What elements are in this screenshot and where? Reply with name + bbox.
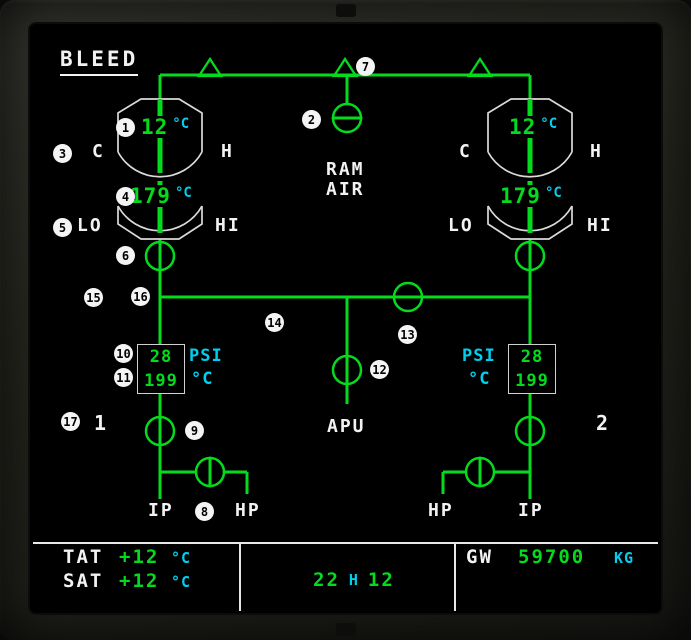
left-pack-valve-icon [144, 240, 176, 272]
callout-2: 2 [302, 110, 321, 129]
callout-1: 1 [116, 118, 135, 137]
tat-value: +12 [119, 546, 160, 568]
gw-value: 59700 [518, 546, 586, 568]
left-precooler-inlet-temp: 179 °C [127, 185, 195, 207]
engine1-ip-label: IP [148, 500, 174, 521]
right-precooler-hi-label: HI [587, 215, 613, 236]
temp-value: 12 [509, 115, 537, 139]
right-bleed-pressure-unit: PSI [462, 346, 496, 366]
left-precooler-hot-label: H [221, 141, 234, 162]
temp-unit: °C [544, 185, 562, 201]
callout-3: 3 [53, 144, 72, 163]
callout-13: 13 [398, 325, 417, 344]
bezel-notch-top [336, 4, 356, 17]
temp-value: 12 [141, 115, 169, 139]
sat-label: SAT [63, 570, 104, 592]
crossbleed-valve-icon [392, 281, 424, 313]
engine1-hp-valve-icon [194, 456, 226, 488]
leak-triangle-right-icon [466, 56, 494, 78]
right-pack-valve-icon [514, 240, 546, 272]
temp-value: 179 [500, 184, 541, 208]
ram-air-label-line2: AIR [326, 179, 365, 200]
right-precooler-cold-label: C [459, 141, 472, 162]
callout-16: 16 [131, 287, 150, 306]
callout-8: 8 [195, 502, 214, 521]
left-precooler-hi-label: HI [215, 215, 241, 236]
engine2-hp-label: HP [428, 500, 454, 521]
right-bleed-gauge-box: 28 199 [508, 344, 556, 394]
apu-bleed-valve-icon [331, 354, 363, 386]
left-precooler-lo-label: LO [77, 215, 103, 236]
ram-air-valve-icon [331, 102, 363, 134]
gw-label: GW [466, 546, 493, 568]
page-title: BLEED [60, 47, 139, 76]
right-bleed-temp-unit: °C [468, 369, 491, 389]
engine2-number: 2 [596, 411, 609, 435]
right-precooler-top-arc [487, 151, 573, 178]
clock-minutes: 12 [367, 569, 395, 591]
left-bleed-temp-value: 199 [144, 371, 178, 391]
apu-label: APU [327, 416, 366, 437]
left-precooler-top-arc [117, 151, 203, 178]
callout-11: 11 [114, 368, 133, 387]
left-precooler-outlet-temp: 12 °C [138, 115, 193, 139]
right-bleed-pressure-value: 28 [520, 347, 544, 367]
temp-unit: °C [174, 185, 192, 201]
engine1-hp-label: HP [235, 500, 261, 521]
engine2-ip-label: IP [518, 500, 544, 521]
left-bleed-pressure-unit: PSI [189, 346, 223, 366]
sat-unit: °C [171, 573, 192, 591]
callout-12: 12 [370, 360, 389, 379]
callout-14: 14 [265, 313, 284, 332]
engine1-number: 1 [94, 411, 107, 435]
right-precooler-outlet-temp: 12 °C [506, 115, 561, 139]
callout-9: 9 [185, 421, 204, 440]
clock-hours: 22 [313, 569, 340, 591]
left-precooler-bottom-shell [117, 206, 203, 240]
right-precooler-lo-label: LO [448, 215, 474, 236]
right-precooler-inlet-temp: 179 °C [497, 185, 565, 207]
clock-separator: H [348, 571, 359, 590]
callout-7: 7 [356, 57, 375, 76]
left-bleed-gauge-box: 28 199 [137, 344, 185, 394]
left-precooler-cold-label: C [92, 141, 105, 162]
right-precooler-hot-label: H [590, 141, 603, 162]
leak-triangle-center-icon [331, 56, 359, 78]
engine2-hp-valve-icon [464, 456, 496, 488]
bezel-notch-bottom [336, 623, 356, 636]
temp-value: 179 [130, 184, 171, 208]
clock: 22 H 12 [313, 569, 395, 591]
leak-triangle-left-icon [196, 56, 224, 78]
callout-6: 6 [116, 246, 135, 265]
tat-label: TAT [63, 546, 104, 568]
callout-15: 15 [84, 288, 103, 307]
temp-unit: °C [540, 116, 558, 132]
callout-17: 17 [61, 412, 80, 431]
gw-unit: KG [614, 549, 635, 567]
ram-air-label-line1: RAM [326, 159, 365, 180]
temp-unit: °C [172, 116, 190, 132]
left-bleed-temp-unit: °C [191, 369, 214, 389]
engine2-bleed-valve-icon [514, 415, 546, 447]
right-bleed-temp-value: 199 [515, 371, 549, 391]
sat-value: +12 [119, 570, 160, 592]
callout-5: 5 [53, 218, 72, 237]
callout-10: 10 [114, 344, 133, 363]
callout-4: 4 [116, 187, 135, 206]
right-precooler-bottom-shell [487, 206, 573, 240]
tat-unit: °C [171, 549, 192, 567]
engine1-bleed-valve-icon [144, 415, 176, 447]
left-bleed-pressure-value: 28 [149, 347, 173, 367]
